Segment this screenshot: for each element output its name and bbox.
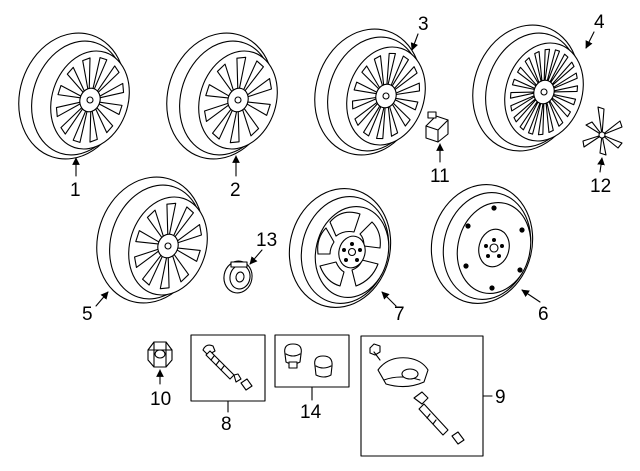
wheel-spoke: [353, 81, 379, 95]
callouts: 1 2 3 4 5 6 7 8 9 10 11 12 13 14: [70, 12, 611, 435]
wheel-spoke: [159, 256, 170, 290]
wheel-spoke: [510, 94, 536, 112]
wheel-spoke: [516, 66, 538, 88]
wheel-spoke: [204, 102, 230, 122]
wheel-7-steel[interactable]: [277, 178, 403, 319]
wheel-spoke: [94, 106, 114, 134]
wheel-spoke: [66, 66, 86, 94]
wheel-spoke: [513, 97, 538, 123]
callout-6: 6: [538, 304, 549, 325]
valve-cap-box-14[interactable]: [274, 334, 350, 388]
wheel-spoke: [537, 102, 545, 136]
wheel-spoke: [146, 209, 165, 239]
wheel-1-alloy[interactable]: [3, 19, 142, 173]
center-cap-part-13[interactable]: [221, 259, 254, 295]
wheel-spoke: [241, 107, 260, 137]
callout-12: 12: [590, 176, 611, 197]
callout-5: 5: [82, 304, 93, 325]
callout-14: 14: [300, 402, 322, 423]
wheel-spoke: [546, 49, 561, 83]
wheel-spoke: [394, 82, 421, 96]
callout-3: 3: [418, 14, 429, 35]
wheel-spoke: [216, 63, 235, 93]
callout-13: 13: [256, 230, 277, 251]
wheel-spoke: [212, 107, 234, 140]
wheel-spoke: [387, 104, 399, 137]
wheel-spoke: [142, 253, 164, 286]
wheel-3-alloy[interactable]: [299, 15, 438, 169]
wheel-spoke: [543, 48, 551, 82]
wheel-spoke: [55, 101, 82, 118]
callout-9: 9: [495, 387, 506, 408]
wheel-spoke: [550, 96, 572, 118]
wheel-spoke: [72, 109, 88, 143]
wheel-spoke: [96, 65, 120, 94]
wheel-spoke: [57, 84, 83, 99]
wheel-spoke: [534, 50, 543, 83]
lug-nut-part-10[interactable]: [147, 341, 173, 368]
wheel-spoke: [82, 57, 91, 91]
wheel-spoke: [92, 57, 108, 91]
valve-stem-box-8[interactable]: [190, 334, 266, 402]
wheel-spoke: [171, 253, 190, 283]
callout-10: 10: [150, 389, 171, 410]
callout-4: 4: [594, 12, 605, 33]
wheel-6-steel-spare[interactable]: [419, 174, 545, 315]
tpms-sensor-box-9[interactable]: [360, 335, 484, 457]
tpms-clip-part-11[interactable]: [425, 111, 449, 143]
wheel-spoke: [135, 230, 161, 245]
wheel-spoke: [245, 101, 271, 116]
wheel-spoke: [363, 104, 382, 137]
wheel-spoke: [393, 97, 419, 111]
wheel-spoke: [236, 56, 247, 90]
wheel-ornament-part-12[interactable]: [582, 106, 623, 156]
wheel-spoke: [550, 61, 575, 87]
wheel-spoke: [509, 91, 536, 99]
wheel-spoke: [246, 78, 272, 98]
wheel-spoke: [176, 224, 202, 244]
wheel-spoke: [98, 82, 125, 99]
wheel-spoke: [376, 106, 386, 140]
wheel-spoke: [390, 55, 409, 88]
wheel-spoke: [361, 65, 381, 91]
wheel-spoke: [391, 101, 411, 127]
wheel-spoke: [175, 247, 201, 262]
wheel-spoke: [552, 72, 578, 90]
wheel-spoke: [134, 248, 160, 268]
callout-2: 2: [230, 180, 241, 201]
wheel-spoke: [524, 57, 540, 85]
wheel-spoke: [551, 93, 577, 106]
callout-1: 1: [70, 180, 81, 201]
wheel-spoke: [354, 101, 379, 126]
wheel-spoke: [172, 206, 194, 239]
wheel-spoke: [97, 101, 123, 116]
wheel-spoke: [519, 100, 540, 131]
wheel-5-alloy[interactable]: [81, 163, 220, 317]
callout-7: 7: [394, 304, 405, 325]
callout-11: 11: [430, 166, 450, 187]
wheel-4-alloy[interactable]: [457, 11, 596, 165]
wheel-spoke: [229, 110, 240, 144]
wheel-spoke: [89, 109, 98, 143]
wheel-spoke: [393, 66, 418, 91]
wheel-spoke: [373, 55, 385, 88]
wheel-spoke: [166, 202, 177, 236]
wheel-spoke: [548, 99, 564, 127]
wheel-spoke: [545, 101, 554, 134]
wheel-spoke: [552, 85, 579, 93]
wheel-2-alloy[interactable]: [151, 19, 290, 173]
callout-8: 8: [221, 414, 232, 435]
wheel-spoke: [527, 101, 542, 135]
wheel-spoke: [548, 53, 569, 84]
wheel-spoke: [242, 60, 264, 93]
wheel-spoke: [205, 84, 231, 99]
wheel-spoke: [351, 96, 378, 110]
leader-lines: [72, 31, 605, 413]
wheel-spoke: [60, 106, 84, 135]
wheel-spoke: [511, 78, 537, 91]
wheel-spoke: [386, 52, 396, 86]
